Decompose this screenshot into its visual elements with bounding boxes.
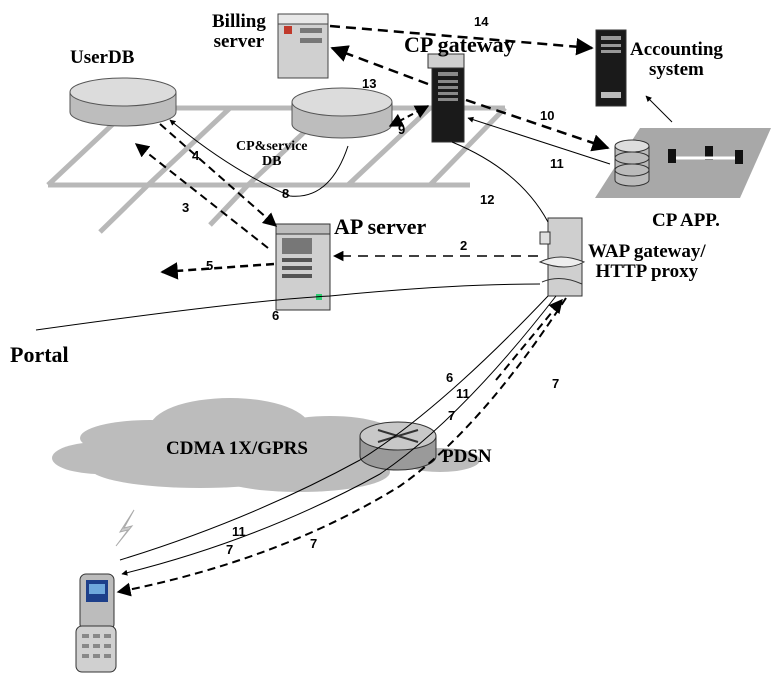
step-14: 14: [474, 14, 489, 29]
step-2: 2: [460, 238, 468, 253]
pdsn-router-icon: [359, 421, 437, 471]
step-6-b: 6: [446, 370, 454, 385]
step-7-c: 7: [310, 536, 318, 551]
connections: [35, 24, 673, 597]
cdma-label: CDMA 1X/GPRS: [166, 438, 308, 459]
step-11-c: 11: [232, 524, 246, 539]
billing-server-label: Billing server: [212, 11, 266, 52]
step-4: 4: [192, 148, 200, 163]
cp-service-db-cylinder: [291, 87, 393, 139]
wap-gateway-label: WAP gateway/ HTTP proxy: [588, 241, 706, 282]
step-11-a: 11: [550, 156, 564, 171]
pdsn-label: PDSN: [442, 446, 492, 467]
cp-app-label: CP APP.: [652, 210, 720, 231]
userdb-label: UserDB: [70, 47, 135, 68]
wap-gateway-icon: [538, 217, 586, 297]
accounting-system-label: Accounting system: [630, 39, 723, 80]
billing-server-icon: [277, 13, 329, 79]
step-7-b: 7: [448, 408, 456, 423]
cp-app-disk: [614, 139, 650, 187]
step-9: 9: [398, 122, 406, 137]
step-7-d: 7: [226, 542, 234, 557]
mobile-phone-icon: [75, 573, 117, 673]
ap-server-icon: [275, 223, 331, 311]
cp-gateway-label: CP gateway: [404, 32, 515, 57]
step-7-a: 7: [552, 376, 560, 391]
accounting-server-icon: [595, 29, 627, 107]
step-13: 13: [362, 76, 377, 91]
step-6-a: 6: [272, 308, 280, 323]
step-5: 5: [206, 258, 214, 273]
wireless-signal-icon: [115, 509, 135, 547]
portal-label: Portal: [10, 342, 69, 367]
step-10: 10: [540, 108, 555, 123]
cp-gateway-server-icon: [427, 53, 465, 143]
step-8: 8: [282, 186, 290, 201]
cp-service-db-label: CP&service DB: [236, 139, 308, 169]
step-11-b: 11: [456, 386, 470, 401]
userdb-cylinder: [69, 77, 177, 127]
step-12: 12: [480, 192, 495, 207]
ap-server-label: AP server: [334, 214, 427, 239]
step-3: 3: [182, 200, 190, 215]
